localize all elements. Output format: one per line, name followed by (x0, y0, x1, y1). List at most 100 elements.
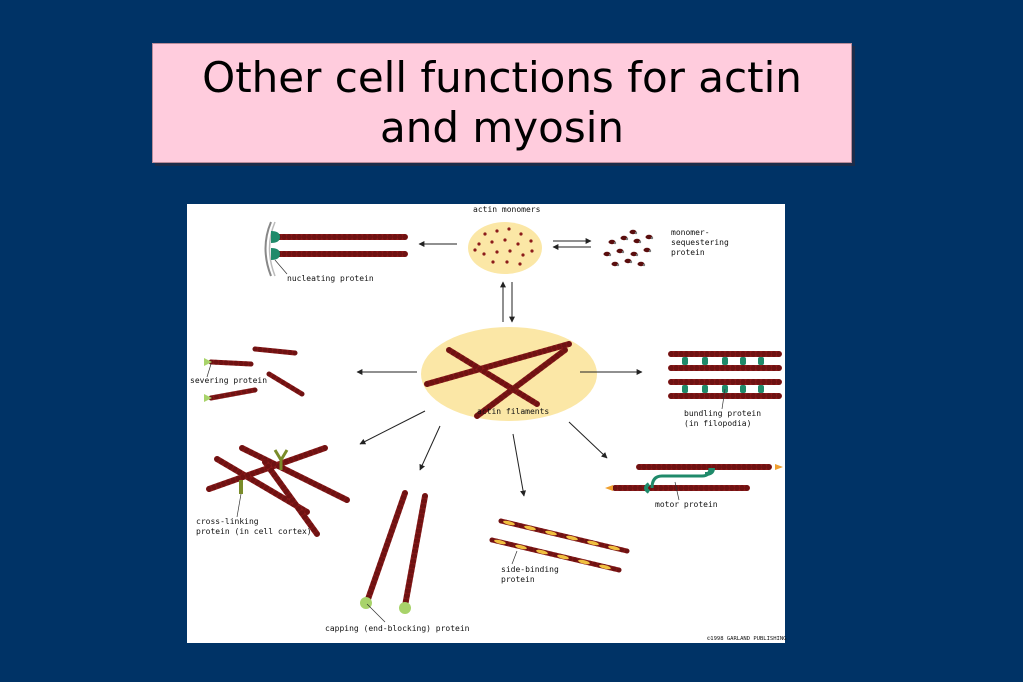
filament-subunit (636, 464, 642, 470)
filament-subunit (472, 363, 478, 370)
filament-subunit (388, 528, 395, 534)
label-capping-protein: capping (end-blocking) protein (325, 624, 470, 633)
filament-subunit (572, 557, 578, 563)
filament-subunit (247, 388, 252, 394)
filament-subunit (668, 365, 674, 371)
filament-subunit (750, 365, 756, 371)
filament-subunit (257, 454, 263, 460)
filament-subunit (294, 388, 300, 394)
sequestered-monomer (603, 251, 611, 257)
filament-subunit (632, 485, 638, 491)
filament-subunit (390, 523, 397, 529)
filament-subunit (221, 480, 226, 487)
filament-subunit (420, 503, 427, 509)
filament-subunit (250, 477, 256, 484)
sequestering-protein (635, 253, 639, 257)
filament-subunit (689, 393, 694, 399)
filament-subunit (407, 573, 414, 579)
filament-subunit (751, 464, 757, 470)
label-nucleating-protein: nucleating protein (287, 274, 374, 283)
filament-subunit (548, 551, 554, 557)
filament-subunit (725, 393, 730, 399)
actin-monomer (490, 240, 494, 244)
filament-subunit (301, 234, 307, 240)
leader-nucleating (274, 259, 288, 275)
filament-subunit (567, 555, 573, 561)
filament-subunit (756, 464, 762, 470)
actin-filament (364, 490, 408, 605)
filament-subunit (377, 561, 384, 567)
filament-subunit (745, 351, 751, 357)
filament-subunit (668, 485, 674, 491)
filament-subunit (298, 453, 304, 460)
arrow-to-motor (568, 421, 608, 459)
filament-subunit (230, 477, 236, 484)
filament-subunit (377, 251, 383, 257)
filament-subunit (663, 485, 669, 491)
motor-protein-head (644, 482, 651, 494)
side-binding-protein (608, 545, 620, 551)
sequestering-protein (616, 263, 620, 267)
filament-subunit (542, 362, 548, 368)
filament-subunit (740, 365, 746, 371)
filament-subunit (604, 543, 610, 549)
filament-subunit (694, 365, 700, 371)
filament-subunit (766, 464, 772, 470)
filament-subunit (411, 553, 418, 559)
filament-subunit (481, 368, 487, 375)
filament-subunit (704, 379, 710, 385)
sequestering-protein (638, 240, 642, 244)
filament-subunit (681, 464, 687, 470)
filament-subunit (482, 407, 488, 413)
filament-subunit (739, 485, 745, 491)
filament-subunit (671, 464, 677, 470)
filament-subunit (267, 348, 273, 353)
filament-subunit (714, 365, 720, 371)
filament-subunit (362, 251, 368, 257)
filament-subunit (551, 345, 557, 352)
actin-monomer (483, 232, 487, 236)
filament-subunit (311, 251, 317, 257)
filament-subunit (252, 387, 258, 393)
filament-subunit (236, 469, 243, 476)
filament-subunit (745, 379, 751, 385)
motion-arrow-left (605, 485, 613, 491)
filament-subunit (330, 490, 336, 497)
filament-subunit (240, 474, 246, 480)
sequestered-monomer (629, 229, 637, 235)
actin-monomer (495, 229, 499, 233)
filament-subunit (280, 484, 287, 491)
filament-subunit (734, 485, 740, 491)
filament-subunit (397, 234, 403, 240)
filament-subunit (316, 251, 322, 257)
filament-subunit (238, 361, 244, 366)
filament-subunit (714, 351, 720, 357)
filament-subunit (725, 365, 730, 371)
actin-filament (668, 365, 782, 371)
filament-subunit (214, 456, 220, 462)
filament-subunit (699, 351, 705, 357)
filament-subunit (446, 347, 452, 353)
actin-filament (636, 464, 772, 470)
filament-subunit (474, 413, 480, 419)
actin-monomer-dots (473, 227, 534, 266)
filament-subunit (517, 354, 523, 361)
filament-subunit (554, 353, 560, 359)
filament-subunit (730, 365, 736, 371)
copyright-notice: ©1998 GARLAND PUBLISHING (707, 636, 787, 642)
filament-subunit (678, 365, 684, 371)
filament-subunit (489, 537, 495, 543)
filament-subunit (701, 464, 707, 470)
filament-subunit (317, 483, 323, 490)
filament-subunit (378, 556, 385, 562)
filament-subunit (699, 393, 705, 399)
filament-subunit (499, 379, 505, 386)
filament-subunit (559, 532, 564, 538)
filament-subunit (653, 485, 659, 491)
filament-subunit (619, 547, 625, 553)
filament-subunit (236, 390, 241, 396)
protein-layer (204, 231, 783, 614)
actin-monomer (508, 249, 512, 253)
actin-filament (208, 359, 254, 367)
filament-subunit (493, 361, 499, 368)
